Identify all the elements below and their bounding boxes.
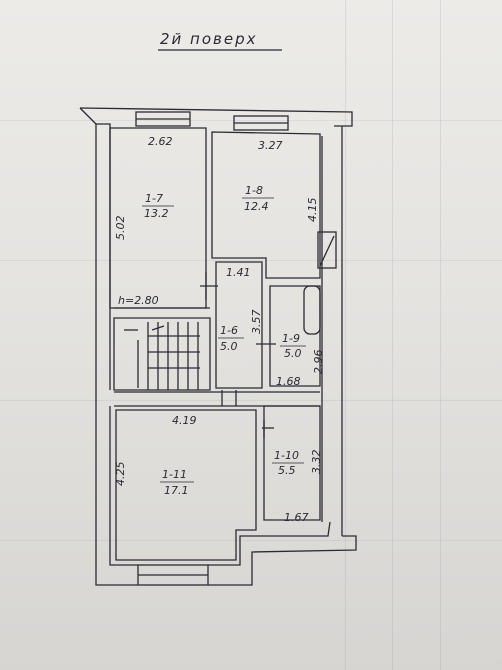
room-1-8-area: 12.4 <box>244 200 269 213</box>
dim-1-68: 1.68 <box>276 375 301 388</box>
dim-2-62: 2.62 <box>148 135 173 148</box>
room-1-6 <box>200 261 263 389</box>
dim-5-02: 5.02 <box>114 216 127 241</box>
room-1-9-area: 5.0 <box>284 347 302 360</box>
dim-1-67: 1.67 <box>284 511 309 524</box>
room-1-10-area: 5.5 <box>278 464 296 477</box>
dim-4-15: 4.15 <box>306 198 319 223</box>
dim-3-57: 3.57 <box>250 310 263 335</box>
floor-title-text: 2й поверх <box>160 30 258 48</box>
paper-grid-line <box>0 400 502 401</box>
dim-1-41: 1.41 <box>226 266 251 279</box>
room-1-7-area: 13.2 <box>144 207 169 220</box>
room-1-10 <box>262 405 321 521</box>
bathtub-icon <box>303 285 321 335</box>
room-1-11 <box>115 409 257 561</box>
room-1-11-id: 1-11 <box>162 468 187 481</box>
room-1-7-id: 1-7 <box>145 192 163 205</box>
paper-grid-line <box>0 260 502 261</box>
paper-grid-line <box>345 0 346 670</box>
dim-4-19: 4.19 <box>172 414 197 427</box>
paper-grid-line <box>0 120 502 121</box>
room-1-9 <box>256 285 321 387</box>
dim-2-96: 2.96 <box>312 350 325 375</box>
dim-4-25: 4.25 <box>114 462 127 487</box>
room-1-8-id: 1-8 <box>245 184 263 197</box>
vent-shaft <box>317 231 337 269</box>
paper-grid-line <box>440 0 441 670</box>
dim-3-27: 3.27 <box>258 139 283 152</box>
dim-3-32: 3.32 <box>310 450 323 475</box>
paper-grid-line <box>392 0 393 670</box>
paper-grid-line <box>0 540 502 541</box>
stair-area <box>113 307 211 391</box>
room-1-8 <box>211 131 321 279</box>
ceiling-height: h=2.80 <box>118 294 159 307</box>
room-1-10-id: 1-10 <box>274 449 299 462</box>
room-1-9-id: 1-9 <box>282 332 300 345</box>
staircase <box>124 322 200 390</box>
room-1-6-area: 5.0 <box>220 340 238 353</box>
room-1-6-id: 1-6 <box>220 324 238 337</box>
room-1-11-area: 17.1 <box>164 484 189 497</box>
floor-title: 2й поверх <box>158 30 282 51</box>
outer-walls <box>79 107 357 586</box>
